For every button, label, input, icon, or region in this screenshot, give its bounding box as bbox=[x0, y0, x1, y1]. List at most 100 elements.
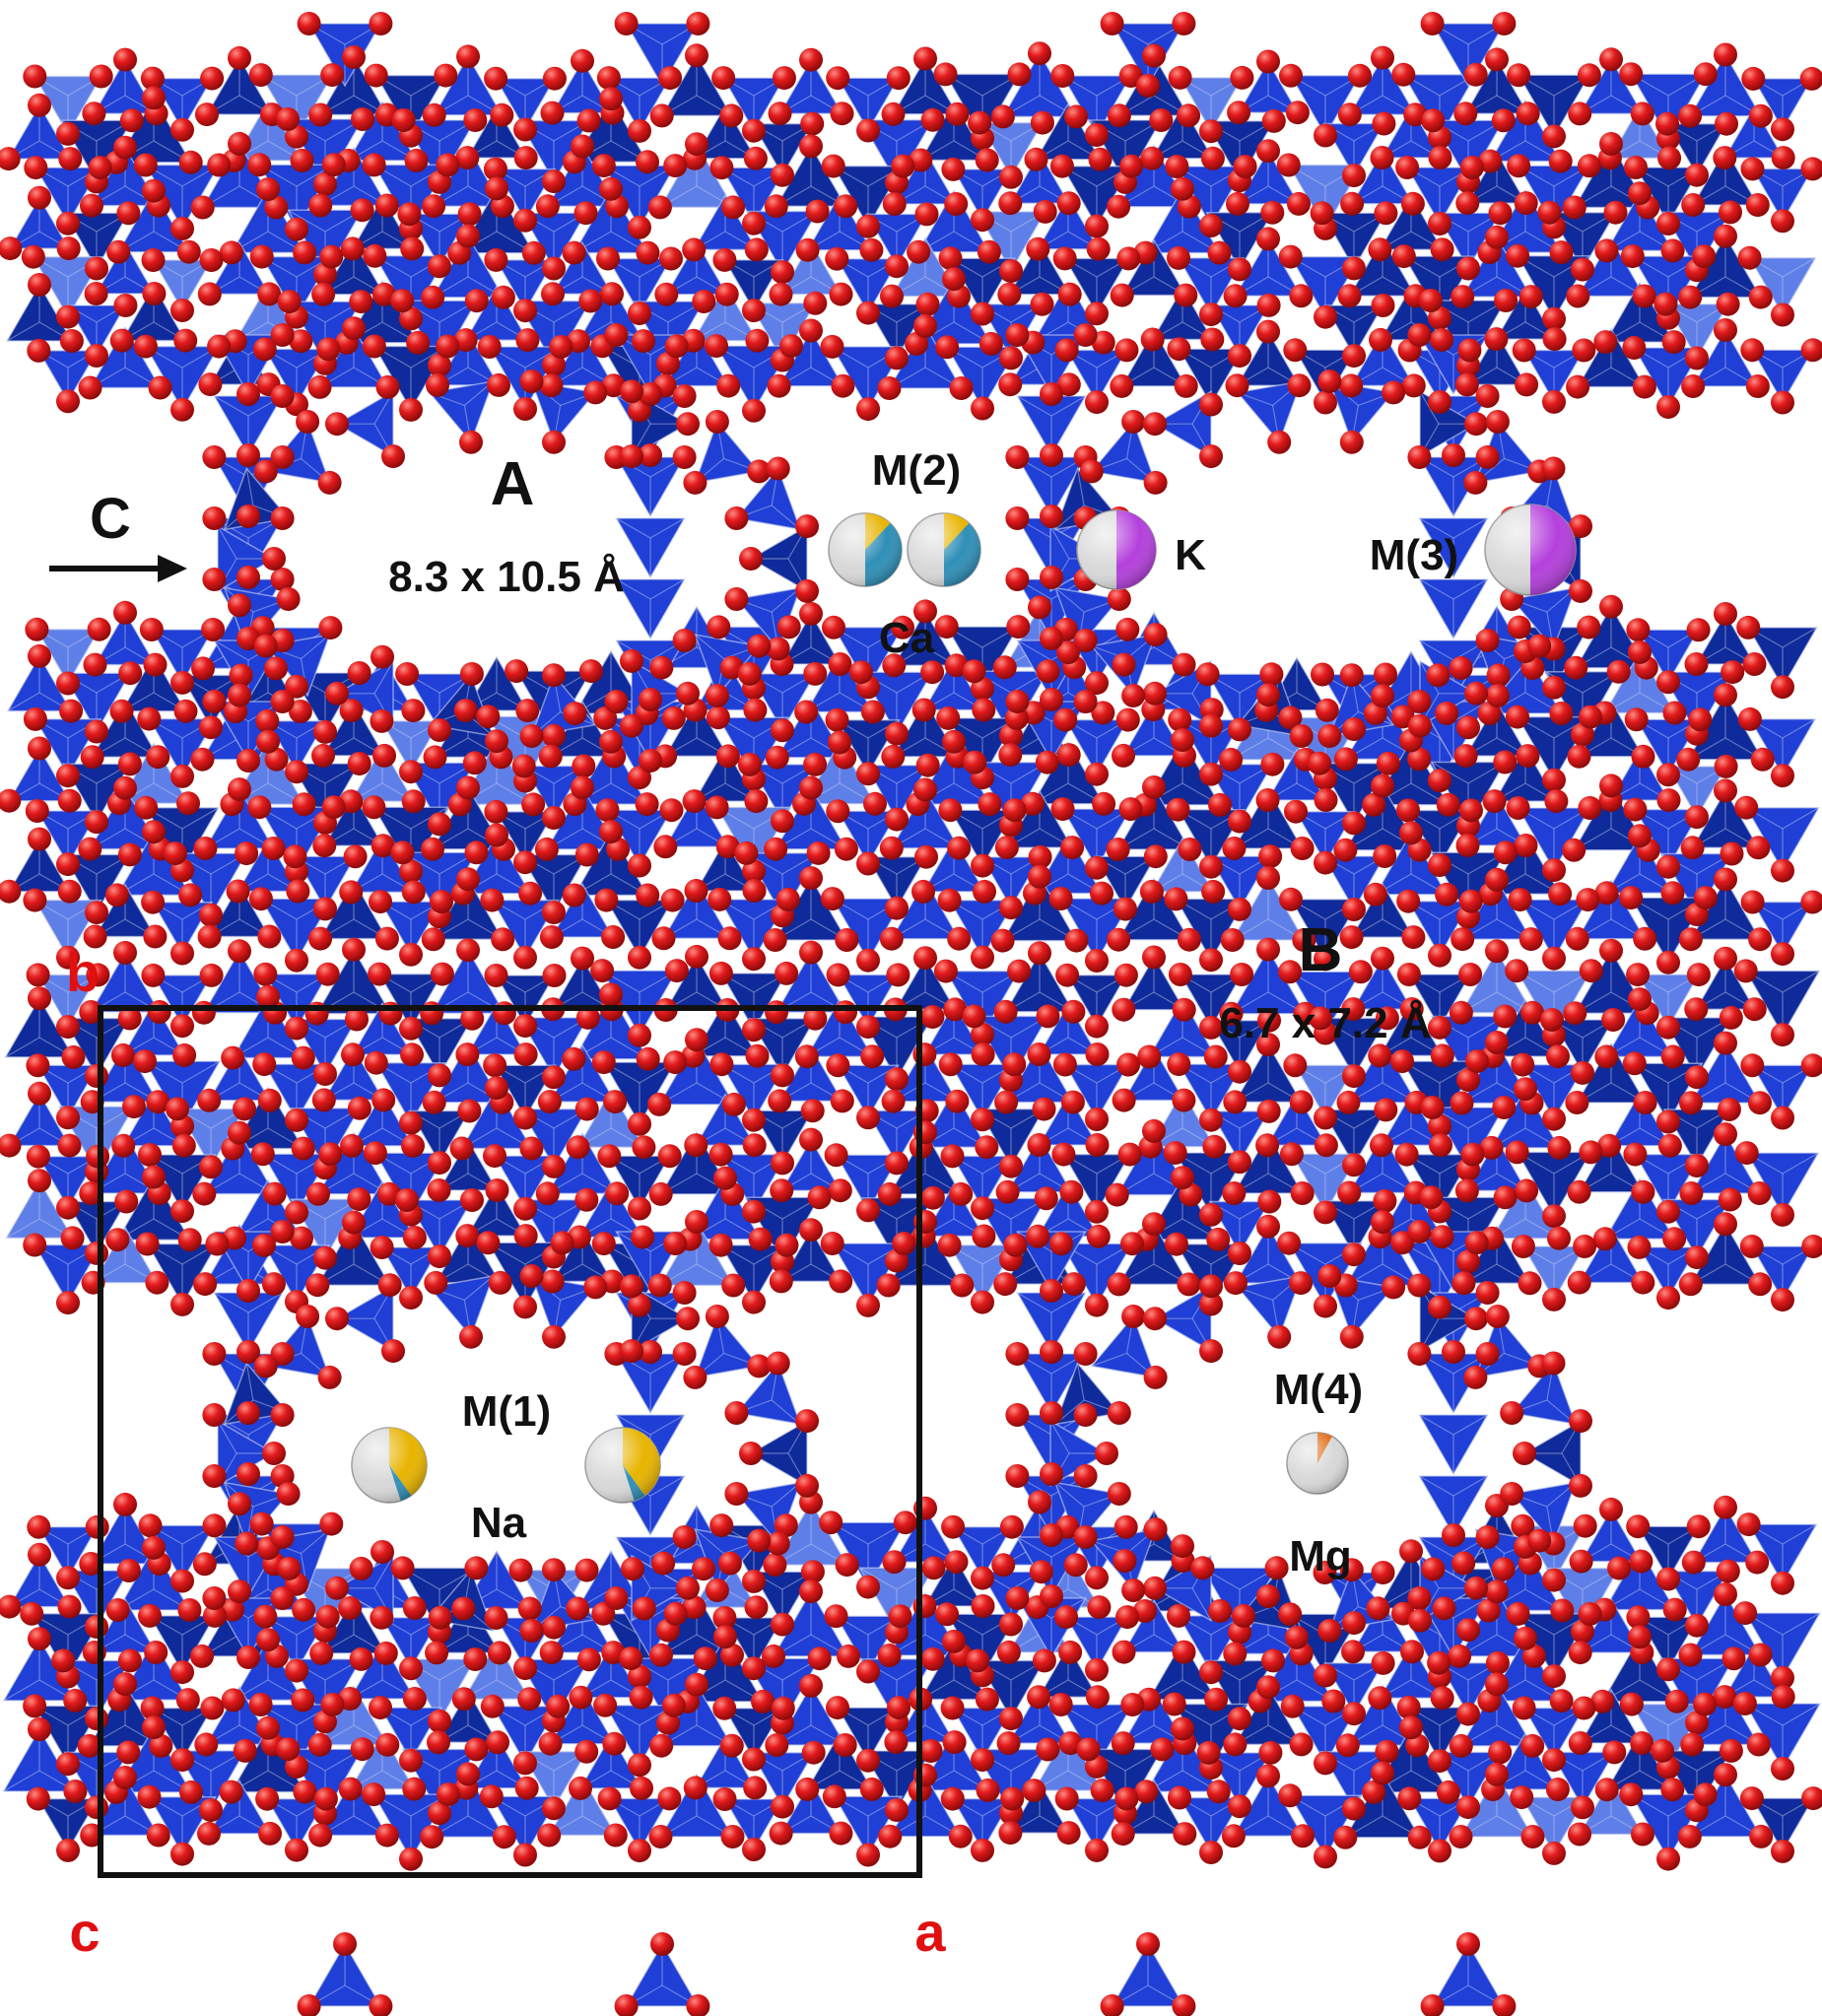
oxygen-atom bbox=[834, 194, 858, 219]
oxygen-atom bbox=[421, 927, 445, 952]
oxygen-atom bbox=[369, 890, 392, 914]
oxygen-atom bbox=[1620, 244, 1645, 269]
oxygen-atom bbox=[1006, 615, 1031, 639]
oxygen-atom bbox=[1508, 888, 1532, 912]
oxygen-atom bbox=[252, 1052, 277, 1077]
oxygen-atom bbox=[1624, 156, 1648, 179]
oxygen-atom bbox=[1030, 292, 1054, 316]
oxygen-atom bbox=[742, 879, 767, 903]
oxygen-atom bbox=[1771, 1023, 1794, 1047]
oxygen-atom bbox=[1428, 390, 1451, 414]
oxygen-atom bbox=[1737, 245, 1762, 270]
oxygen-atom bbox=[737, 752, 762, 776]
oxygen-atom bbox=[1714, 867, 1737, 892]
oxygen-atom bbox=[117, 752, 142, 776]
oxygen-atom bbox=[1256, 1099, 1281, 1123]
oxygen-atom bbox=[563, 702, 587, 726]
oxygen-atom bbox=[1088, 147, 1113, 171]
oxygen-atom bbox=[1599, 594, 1623, 619]
oxygen-atom bbox=[228, 45, 251, 70]
oxygen-atom bbox=[118, 661, 143, 686]
oxygen-atom bbox=[1482, 789, 1507, 814]
oxygen-atom bbox=[1656, 212, 1680, 235]
oxygen-atom bbox=[1223, 284, 1248, 308]
oxygen-atom bbox=[1049, 154, 1074, 178]
oxygen-atom bbox=[1059, 1179, 1084, 1204]
tetrahedron-edge bbox=[1782, 1612, 1821, 1636]
oxygen-atom bbox=[1285, 101, 1310, 125]
oxygen-atom bbox=[949, 1181, 974, 1206]
oxygen-atom bbox=[1114, 338, 1139, 363]
oxygen-atom bbox=[391, 108, 416, 132]
oxygen-atom bbox=[247, 795, 272, 820]
oxygen-atom bbox=[834, 1000, 857, 1025]
oxygen-atom bbox=[483, 1053, 507, 1078]
oxygen-atom bbox=[1451, 285, 1475, 309]
tetrahedron bbox=[152, 974, 213, 1028]
oxygen-atom bbox=[542, 256, 566, 281]
oxygen-atom bbox=[1633, 926, 1657, 951]
tetrahedron-edge bbox=[1782, 627, 1818, 648]
oxygen-atom bbox=[537, 1090, 562, 1114]
oxygen-atom bbox=[56, 852, 80, 877]
oxygen-atom bbox=[1172, 652, 1196, 677]
oxygen-atom bbox=[513, 1014, 537, 1039]
oxygen-atom bbox=[257, 282, 282, 306]
oxygen-atom bbox=[85, 256, 108, 281]
oxygen-atom bbox=[1163, 1141, 1187, 1165]
oxygen-atom bbox=[822, 615, 845, 639]
oxygen-atom bbox=[971, 396, 994, 421]
oxygen-atom bbox=[1594, 238, 1619, 263]
oxygen-atom bbox=[962, 1004, 986, 1029]
oxygen-atom bbox=[1374, 662, 1397, 687]
oxygen-atom bbox=[1544, 789, 1569, 814]
oxygen-atom bbox=[521, 792, 546, 817]
oxygen-atom bbox=[1199, 948, 1223, 973]
oxygen-atom bbox=[1516, 101, 1540, 126]
oxygen-atom bbox=[350, 198, 374, 223]
oxygen-atom bbox=[591, 1050, 616, 1075]
oxygen-atom bbox=[399, 942, 423, 967]
oxygen-atom bbox=[1493, 1004, 1518, 1029]
oxygen-atom bbox=[994, 836, 1019, 860]
tetrahedron bbox=[35, 629, 101, 685]
oxygen-atom bbox=[647, 1092, 672, 1116]
oxygen-atom bbox=[362, 795, 386, 820]
oxygen-atom bbox=[574, 201, 598, 226]
oxygen-atom bbox=[1228, 897, 1251, 921]
oxygen-atom bbox=[1562, 838, 1586, 862]
oxygen-atom bbox=[1748, 103, 1773, 128]
oxygen-atom bbox=[1228, 809, 1251, 834]
oxygen-atom bbox=[1428, 146, 1452, 169]
oxygen-atom bbox=[599, 820, 623, 844]
oxygen-atom bbox=[1507, 154, 1531, 178]
tetrahedron-edge bbox=[7, 692, 40, 712]
oxygen-atom bbox=[794, 700, 819, 724]
oxygen-atom bbox=[455, 1042, 480, 1067]
oxygen-atom bbox=[142, 282, 167, 305]
oxygen-atom bbox=[462, 751, 487, 775]
oxygen-atom bbox=[1208, 792, 1232, 817]
oxygen-atom bbox=[771, 809, 794, 834]
oxygen-atom bbox=[28, 93, 51, 117]
oxygen-atom bbox=[542, 723, 566, 748]
oxygen-atom bbox=[1685, 1065, 1709, 1090]
oxygen-atom bbox=[1119, 154, 1144, 178]
oxygen-atom bbox=[1112, 652, 1136, 677]
oxygen-atom bbox=[1225, 373, 1249, 398]
oxygen-atom bbox=[193, 837, 218, 860]
oxygen-atom bbox=[826, 1053, 850, 1078]
tetrahedron bbox=[607, 77, 672, 133]
oxygen-atom bbox=[1026, 236, 1050, 261]
oxygen-atom bbox=[427, 1178, 451, 1202]
oxygen-atom bbox=[26, 1053, 50, 1078]
oxygen-atom bbox=[1310, 201, 1334, 226]
oxygen-atom bbox=[25, 617, 49, 641]
tetrahedron bbox=[1751, 1064, 1814, 1120]
oxygen-atom bbox=[1036, 1004, 1060, 1029]
oxygen-atom bbox=[709, 156, 734, 180]
oxygen-atom bbox=[1314, 850, 1337, 875]
oxygen-atom bbox=[1505, 959, 1529, 983]
oxygen-atom bbox=[963, 750, 987, 774]
oxygen-atom bbox=[1172, 1088, 1196, 1112]
